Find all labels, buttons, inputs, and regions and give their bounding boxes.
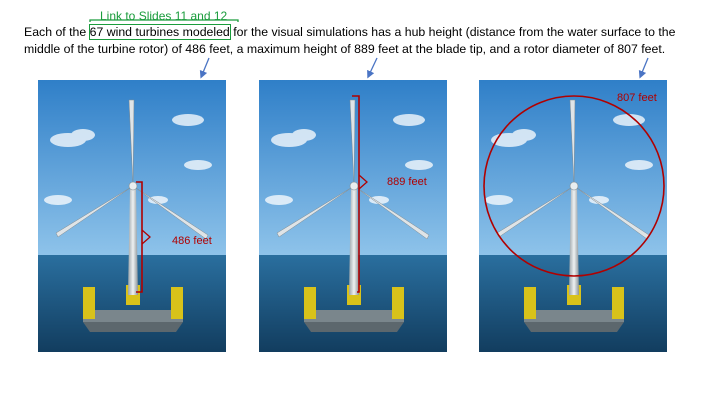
blade-left <box>55 185 134 238</box>
float-right <box>392 287 404 319</box>
dimension-label-rotor: 807 feet <box>617 92 657 104</box>
arrow-panel-2 <box>367 57 378 79</box>
rotor-diameter-circle <box>483 95 665 277</box>
hub <box>349 181 359 191</box>
tower <box>569 188 579 295</box>
platform <box>83 310 183 322</box>
wind-turbines-link[interactable]: 67 wind turbines modeled <box>88 24 231 40</box>
platform <box>304 310 404 322</box>
blade-right <box>353 185 430 240</box>
clouds <box>44 114 212 205</box>
link-bracket <box>89 19 239 22</box>
caption-line-1: Each of the 67 wind turbines modeled for… <box>24 24 704 41</box>
turbine-image-max-height: 889 feet <box>259 80 447 352</box>
blade-up <box>569 99 576 187</box>
max-height-bracket <box>352 95 360 293</box>
blade-up <box>128 99 135 187</box>
hub <box>128 181 138 191</box>
dimension-label-max: 889 feet <box>387 176 427 188</box>
float-right <box>171 287 183 319</box>
caption-line-2: middle of the turbine rotor) of 486 feet… <box>24 41 666 56</box>
float-right <box>612 287 624 319</box>
dimension-label-hub: 486 feet <box>172 235 212 247</box>
float-left <box>304 287 316 319</box>
clouds <box>485 114 653 205</box>
pointer-arrows <box>199 57 649 79</box>
float-left <box>524 287 536 319</box>
turbine-image-rotor-diameter: 807 feet <box>479 80 667 352</box>
tower <box>349 188 359 295</box>
hub-height-bracket <box>136 181 143 293</box>
arrow-panel-3 <box>638 57 649 79</box>
clouds <box>265 114 433 205</box>
float-left <box>83 287 95 319</box>
caption-text-start: Each of the <box>24 25 90 39</box>
arrow-panel-1 <box>199 57 210 79</box>
hub <box>569 181 579 191</box>
turbine-image-hub-height: 486 feet <box>38 80 226 352</box>
platform <box>524 310 624 322</box>
caption: Each of the 67 wind turbines modeled for… <box>24 24 704 57</box>
blade-right <box>132 185 209 240</box>
caption-text-end: for the visual simulations has a hub hei… <box>229 25 676 39</box>
blade-up <box>349 99 356 187</box>
blade-left <box>276 185 355 238</box>
tower <box>128 188 138 295</box>
